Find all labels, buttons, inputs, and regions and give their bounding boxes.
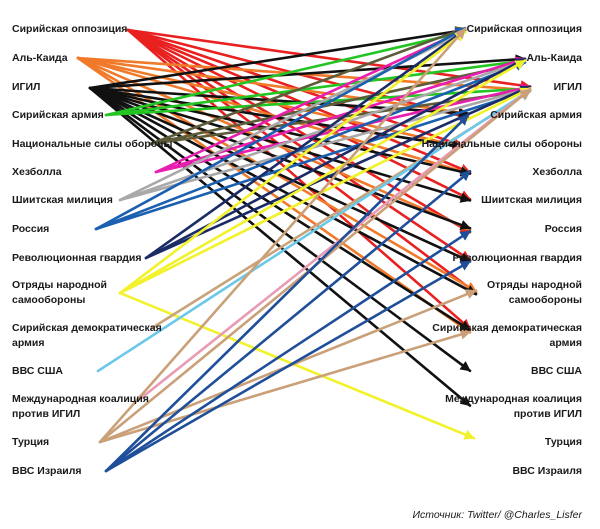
left-label-sdf-2: армия — [12, 337, 45, 349]
arrow-irgc-to-syr_opp — [144, 28, 467, 260]
arrow-ypg-to-alqaeda — [118, 59, 527, 295]
left-label-turkey: Турция — [12, 436, 50, 448]
arrow-hezbollah-to-isis — [154, 83, 532, 174]
right-label-ypg-2: самообороны — [508, 294, 582, 306]
arrow-usaf-to-isis — [96, 88, 532, 373]
links-layer — [76, 26, 532, 473]
arrow-isis-to-usaf — [88, 86, 472, 373]
left-label-hezbollah: Хезболла — [12, 166, 62, 178]
right-label-coalition-2: против ИГИЛ — [513, 408, 582, 420]
left-label-ypg-1: Отряды народной — [12, 279, 108, 291]
right-label-coalition-1: Международная коалиция — [445, 393, 582, 405]
left-label-russia: Россия — [12, 223, 50, 235]
right-label-ypg-1: Отряды народной — [486, 279, 582, 291]
arrow-iaf-to-irgc — [104, 260, 472, 473]
left-label-iaf: ВВС Израиля — [12, 465, 82, 477]
right-label-shia: Шиитская милиция — [481, 194, 582, 206]
arrow-coalition-to-isis — [138, 87, 532, 401]
arrow-iaf-to-hezbollah — [104, 169, 472, 473]
arrow-isis-to-syr_opp — [88, 26, 467, 90]
source-caption: Источник: Twitter/ @Charles_Lisfer — [412, 509, 582, 521]
arrow-isis-to-ypg — [88, 86, 478, 296]
left-label-syr-army: Сирийская армия — [12, 109, 104, 121]
left-label-irgc: Революционная гвардия — [12, 252, 142, 264]
right-label-sdf-2: армия — [549, 337, 582, 349]
arrow-ndf-to-isis — [148, 86, 532, 146]
right-label-irgc: Революционная гвардия — [452, 252, 582, 264]
left-label-coalition-1: Международная коалиция — [12, 393, 149, 405]
right-label-ndf: Национальные силы обороны — [421, 138, 582, 150]
left-label-sdf-1: Сирийская демократическая — [12, 322, 162, 334]
right-label-syr-opp: Сирийская оппозиция — [466, 23, 582, 35]
arrow-ndf-to-syr_opp — [148, 26, 467, 146]
arrow-iaf-to-syr_army — [104, 114, 470, 473]
arrow-alqaeda-to-syr_army — [76, 56, 470, 118]
arrow-isis-to-irgc — [88, 86, 472, 263]
right-label-syr-army: Сирийская армия — [490, 109, 582, 121]
arrow-turkey-to-syr_opp — [98, 27, 467, 444]
arrow-syr_opp-to-sdf — [126, 28, 472, 331]
right-label-usaf: ВВС США — [531, 365, 582, 377]
arrow-syr_army-to-alqaeda — [104, 56, 527, 117]
left-label-shia: Шиитская милиция — [12, 194, 113, 206]
arrow-syr_army-to-syr_opp — [104, 28, 467, 117]
right-label-sdf-1: Сирийская демократическая — [432, 322, 582, 334]
arrow-isis-to-sdf — [88, 86, 472, 332]
left-label-isis: ИГИЛ — [12, 81, 41, 93]
right-label-turkey: Турция — [544, 436, 582, 448]
arrow-isis-to-alqaeda — [88, 54, 527, 90]
left-label-alqaeda: Аль-Каида — [12, 52, 68, 64]
right-label-alqaeda: Аль-Каида — [526, 52, 582, 64]
arrow-syr_opp-to-irgc — [126, 28, 472, 262]
arrow-russia-to-syr_opp — [94, 26, 467, 231]
left-label-ypg-2: самообороны — [12, 294, 86, 306]
right-label-isis: ИГИЛ — [553, 81, 582, 93]
right-label-hezbollah: Хезболла — [532, 166, 582, 178]
arrow-isis-to-hezbollah — [88, 86, 472, 177]
arrow-ypg-to-syr_opp — [118, 30, 467, 295]
left-label-syr-opp: Сирийская оппозиция — [12, 23, 128, 35]
arrow-iaf-to-russia — [104, 229, 472, 473]
left-label-usaf: ВВС США — [12, 365, 63, 377]
arrow-hezbollah-to-syr_opp — [154, 28, 467, 174]
arrow-russia-to-isis — [94, 88, 532, 231]
right-label-russia: Россия — [544, 223, 582, 235]
arrow-shia-to-isis — [118, 85, 532, 202]
arrow-russia-to-alqaeda — [94, 60, 527, 231]
left-label-coalition-2: против ИГИЛ — [12, 408, 81, 420]
arrow-syr_opp-to-russia — [126, 28, 472, 234]
right-label-iaf: ВВС Израиля — [512, 465, 582, 477]
arrow-ndf-to-alqaeda — [148, 59, 527, 146]
left-label-ndf: Национальные силы обороны — [12, 138, 173, 150]
